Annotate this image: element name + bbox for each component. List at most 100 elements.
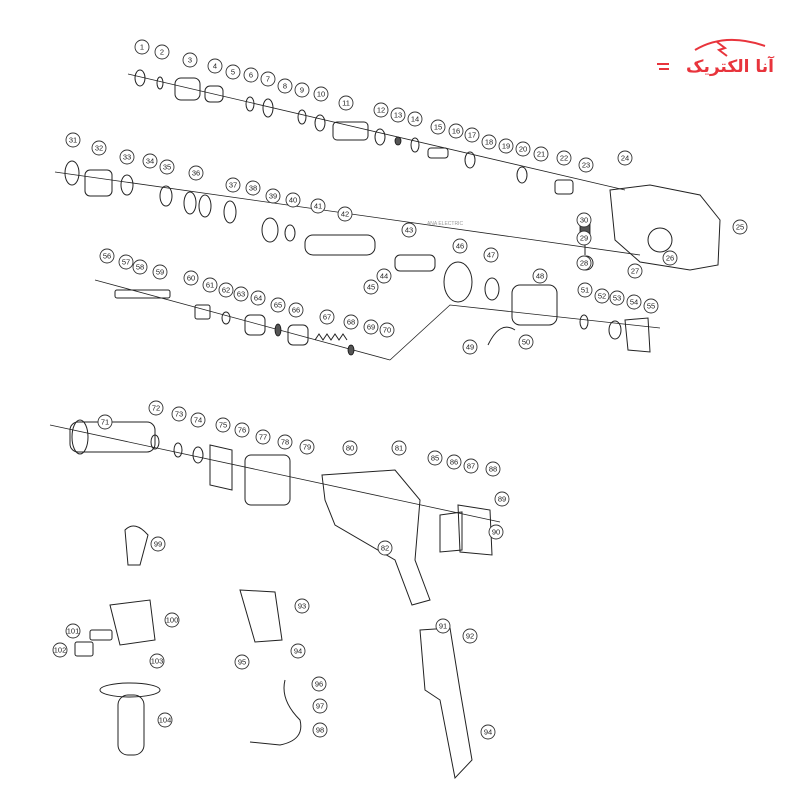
part-callout-67: 67 xyxy=(319,309,335,325)
part-callout-36: 36 xyxy=(188,165,204,181)
part-callout-22: 22 xyxy=(556,150,572,166)
part-callout-102: 102 xyxy=(52,642,68,658)
part-callout-66: 66 xyxy=(288,302,304,318)
part-callout-74: 74 xyxy=(190,412,206,428)
part-number: 68 xyxy=(347,318,355,327)
part-callout-42: 42 xyxy=(337,206,353,222)
part-callout-1: 1 xyxy=(134,39,150,55)
part-number: 77 xyxy=(259,433,267,442)
part-callout-24: 24 xyxy=(617,150,633,166)
part-callout-52: 52 xyxy=(594,288,610,304)
part-number: 10 xyxy=(317,90,325,99)
part-number: 67 xyxy=(323,313,331,322)
brand-logo: آنا الکتریک xyxy=(657,38,775,77)
part-number: 22 xyxy=(560,154,568,163)
part-number: 41 xyxy=(314,202,322,211)
part-number: 29 xyxy=(580,234,588,243)
part-callout-20: 20 xyxy=(515,141,531,157)
part-callout-63: 63 xyxy=(233,286,249,302)
part-number: 37 xyxy=(229,181,237,190)
part-callout-11: 11 xyxy=(338,95,354,111)
part-callout-35: 35 xyxy=(159,159,175,175)
part-number: 51 xyxy=(581,286,589,295)
part-number: 96 xyxy=(315,680,323,689)
part-callout-50: 50 xyxy=(518,334,534,350)
part-callout-33: 33 xyxy=(119,149,135,165)
part-number: 5 xyxy=(231,68,235,77)
part-number: 19 xyxy=(502,142,510,151)
part-callout-75: 75 xyxy=(215,417,231,433)
part-number: 47 xyxy=(487,251,495,260)
part-number: 63 xyxy=(237,290,245,299)
part-number: 57 xyxy=(122,258,130,267)
part-number: 87 xyxy=(467,462,475,471)
part-callout-6: 6 xyxy=(243,67,259,83)
part-number: 4 xyxy=(213,62,217,71)
part-number: 35 xyxy=(163,163,171,172)
part-callout-92: 92 xyxy=(462,628,478,644)
part-number: 49 xyxy=(466,343,474,352)
part-callout-91: 91 xyxy=(435,618,451,634)
part-callout-72: 72 xyxy=(148,400,164,416)
part-callout-48: 48 xyxy=(532,268,548,284)
part-callout-18: 18 xyxy=(481,134,497,150)
part-callout-15: 15 xyxy=(430,119,446,135)
part-callout-56: 56 xyxy=(99,248,115,264)
part-callout-31: 31 xyxy=(65,132,81,148)
part-number: 36 xyxy=(192,169,200,178)
part-number: 34 xyxy=(146,157,154,166)
part-callout-61: 61 xyxy=(202,277,218,293)
part-number: 38 xyxy=(249,184,257,193)
part-callout-79: 79 xyxy=(299,439,315,455)
part-number: 93 xyxy=(298,602,306,611)
part-callout-21: 21 xyxy=(533,146,549,162)
part-callout-86: 86 xyxy=(446,454,462,470)
part-number: 1 xyxy=(140,43,144,52)
part-number: 104 xyxy=(159,716,172,725)
part-callout-44: 44 xyxy=(376,268,392,284)
part-number: 58 xyxy=(136,263,144,272)
part-callout-96: 96 xyxy=(311,676,327,692)
parts-shapes xyxy=(64,69,721,780)
part-callout-64: 64 xyxy=(250,290,266,306)
part-number: 27 xyxy=(631,267,639,276)
part-number: 69 xyxy=(367,323,375,332)
part-number: 73 xyxy=(175,410,183,419)
part-callout-46: 46 xyxy=(452,238,468,254)
part-callout-27: 27 xyxy=(627,263,643,279)
part-callout-14: 14 xyxy=(407,111,423,127)
part-callout-101: 101 xyxy=(65,623,81,639)
part-callout-16: 16 xyxy=(448,123,464,139)
part-callout-17: 17 xyxy=(464,127,480,143)
part-callout-2: 2 xyxy=(154,44,170,60)
part-callout-40: 40 xyxy=(285,192,301,208)
part-callout-81: 81 xyxy=(391,440,407,456)
part-callout-103: 103 xyxy=(149,653,165,669)
part-callout-94: 94 xyxy=(480,724,496,740)
part-number: 65 xyxy=(274,301,282,310)
part-number: 25 xyxy=(736,223,744,232)
part-number: 101 xyxy=(67,627,80,636)
part-callout-71: 71 xyxy=(97,414,113,430)
part-number: 91 xyxy=(439,622,447,631)
part-callout-95: 95 xyxy=(234,654,250,670)
part-number: 71 xyxy=(101,418,109,427)
part-callout-58: 58 xyxy=(132,259,148,275)
part-callout-77: 77 xyxy=(255,429,271,445)
part-number: 85 xyxy=(431,454,439,463)
part-callout-9: 9 xyxy=(294,82,310,98)
part-number: 7 xyxy=(266,75,270,84)
part-number: 94 xyxy=(484,728,492,737)
part-number: 39 xyxy=(269,192,277,201)
part-number: 18 xyxy=(485,138,493,147)
part-number: 92 xyxy=(466,632,474,641)
part-callout-43: 43 xyxy=(401,222,417,238)
part-number: 74 xyxy=(194,416,202,425)
part-number: 20 xyxy=(519,145,527,154)
part-number: 13 xyxy=(394,111,402,120)
part-callout-94: 94 xyxy=(290,643,306,659)
part-callout-39: 39 xyxy=(265,188,281,204)
part-callout-41: 41 xyxy=(310,198,326,214)
part-number: 12 xyxy=(377,106,385,115)
part-number: 31 xyxy=(69,136,77,145)
